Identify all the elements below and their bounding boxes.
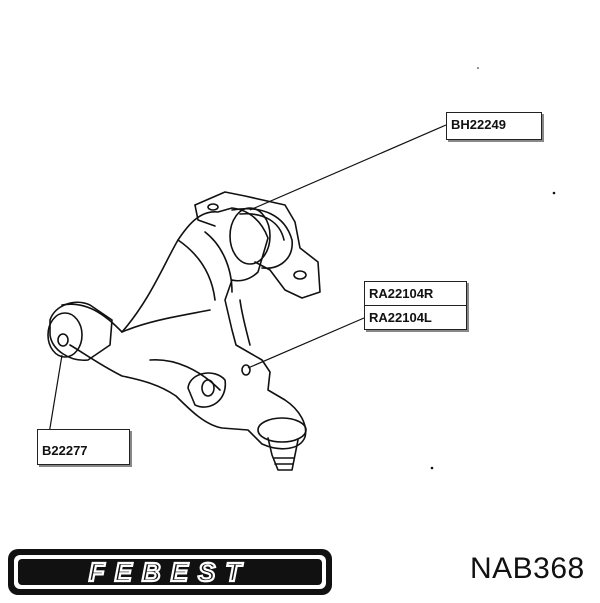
logo-text: FEBEST (89, 557, 252, 587)
front-bushing-housing (49, 301, 113, 361)
ball-joint-stud (267, 437, 299, 471)
dot-mark (430, 466, 434, 470)
rear-bracket-hole (293, 270, 307, 280)
dot-mark (477, 67, 479, 69)
leader-line-b (47, 354, 63, 441)
arm-rib-line (204, 231, 233, 293)
leader-line-bh (249, 124, 447, 211)
ball-joint-body (257, 417, 307, 443)
dot-mark (552, 191, 556, 195)
rear-bushing (229, 207, 271, 265)
label-ra22104r: RA22104R (364, 281, 467, 306)
label-bh22249: BH22249 (446, 112, 542, 140)
label-ra22104l: RA22104L (364, 305, 467, 330)
arm-mount-hole (241, 364, 251, 376)
arm-rib-line (121, 309, 211, 333)
arm-rib-line (177, 239, 216, 301)
arm-mount-boss (187, 372, 226, 408)
febest-logo: FEBEST (6, 546, 336, 598)
ball-joint-thread (273, 457, 295, 465)
rear-bushing-sleeve (231, 208, 293, 269)
part-number: NAB368 (470, 552, 585, 585)
rear-bracket-hole (207, 203, 219, 211)
rear-bracket-flange (194, 204, 216, 227)
rear-bushing-sleeve (239, 213, 285, 241)
arm-rib-line (149, 359, 221, 391)
arm-mount-hole (201, 379, 215, 397)
arm-rib-line (239, 299, 251, 346)
control-arm-body (61, 207, 307, 450)
label-b22277: B22277 (37, 429, 130, 465)
front-bushing-hole (57, 333, 69, 347)
rear-bracket (194, 191, 321, 299)
leader-line-ra (247, 317, 365, 369)
front-bushing (47, 312, 83, 358)
